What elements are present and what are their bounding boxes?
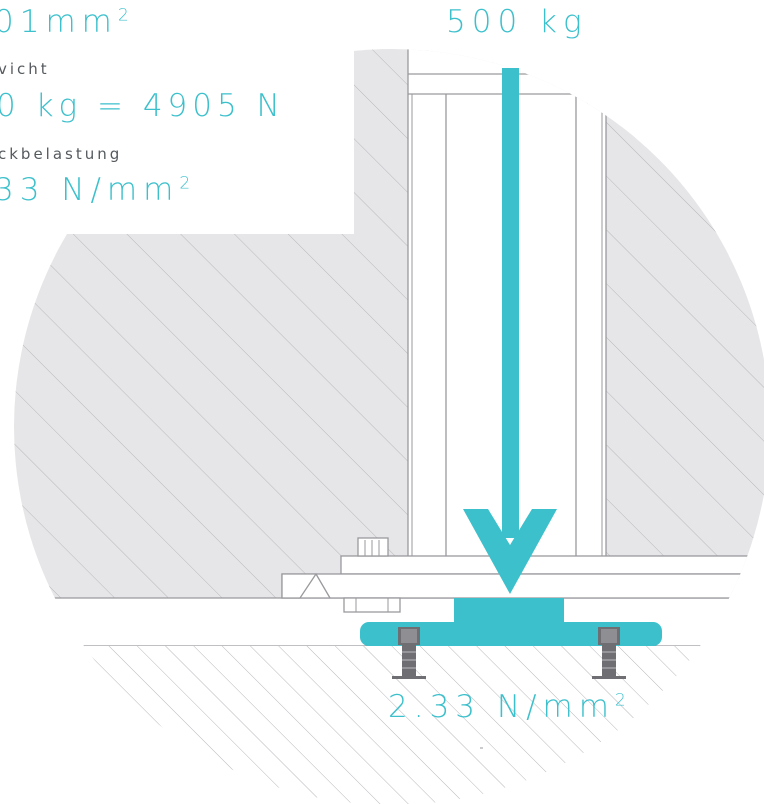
nut: [343, 597, 401, 613]
anchor-bolt-left: [392, 627, 426, 679]
load-pad: [360, 598, 662, 646]
result-value-text: 2.33 N/mm: [388, 689, 615, 725]
info-panel: [0, 0, 354, 234]
pressure-value: 33 N/mm2: [0, 172, 192, 208]
weight-heading: vicht: [0, 60, 50, 78]
pressure-heading: ckbelastung: [0, 145, 123, 163]
result-value: 2.33 N/mm2: [388, 689, 628, 725]
pressure-unit-exponent: 2: [179, 173, 193, 194]
load-arrow: [463, 68, 557, 594]
area-value-text: 01mm: [0, 4, 118, 40]
pressure-value-text: 33 N/mm: [0, 172, 180, 208]
anchor-bolt-right: [592, 627, 626, 679]
bolt-head: [357, 537, 389, 557]
area-value: 01mm2: [0, 4, 131, 40]
base-profile: [281, 537, 764, 613]
load-label: 500 kg: [446, 4, 588, 40]
weight-value: 0 kg = 4905 N: [0, 88, 285, 124]
result-unit-exponent: 2: [614, 690, 628, 711]
area-unit-exponent: 2: [117, 5, 131, 26]
